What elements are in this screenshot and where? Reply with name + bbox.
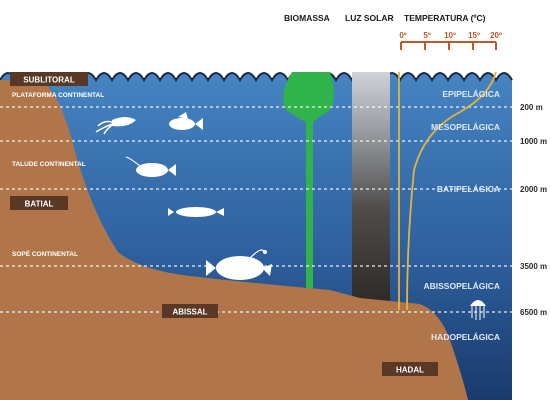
label-abyssal: ABISSAL [172,308,207,317]
label-hadal: HADAL [396,366,424,375]
depth-3500: 3500 m [520,262,547,271]
label-continental-slope: TALUDE CONTINENTAL [12,161,86,168]
hadal-label-box [382,362,438,376]
zone-abyssopelagic: ABISSOPELÁGICA [423,281,500,291]
sunlight-header: LUZ SOLAR [345,13,394,23]
squid-icon [95,117,136,135]
temp-tick-20: 20º [490,31,502,40]
fish-icon-elongated [168,207,224,217]
depth-200: 200 m [520,103,543,112]
temperature-header: TEMPERATURA (ºC) [404,13,486,23]
biomass-shape [283,72,335,300]
label-continental-shelf: PLATAFORMA CONTINENTAL [12,92,104,99]
zone-epipelagic: EPIPELÁGICA [442,89,500,99]
sunlight-column [352,72,390,302]
zone-bathypelagic: BATIPELÁGICA [437,184,500,194]
sublittoral-label-box [10,72,88,86]
abyssal-label-box [162,304,218,318]
depth-6500: 6500 m [520,308,547,317]
jellyfish-icon [470,300,486,320]
fish-icon-lanternfish [125,156,176,177]
bathyal-label-box [10,196,68,210]
temperature-scale [400,41,497,50]
depth-1000: 1000 m [520,137,547,146]
label-bathyal: BATIAL [25,200,54,209]
temperature-profile [398,71,497,311]
seafloor-land [0,80,468,400]
temp-tick-15: 15º [468,31,480,40]
fish-icon-small [169,112,203,130]
zone-hadopelagic: HADOPELÁGICA [431,332,500,342]
temp-tick-0: 0º [399,31,406,40]
label-sublittoral: SUBLITORAL [23,76,75,85]
anglerfish-icon [206,249,272,280]
temp-tick-5: 5º [423,31,430,40]
temp-tick-10: 10º [444,31,456,40]
label-continental-rise: SOPÉ CONTINENTAL [12,249,78,258]
depth-2000: 2000 m [520,185,547,194]
biomass-header: BIOMASSA [284,13,330,23]
zone-mesopelagic: MESOPELÁGICA [431,122,500,132]
